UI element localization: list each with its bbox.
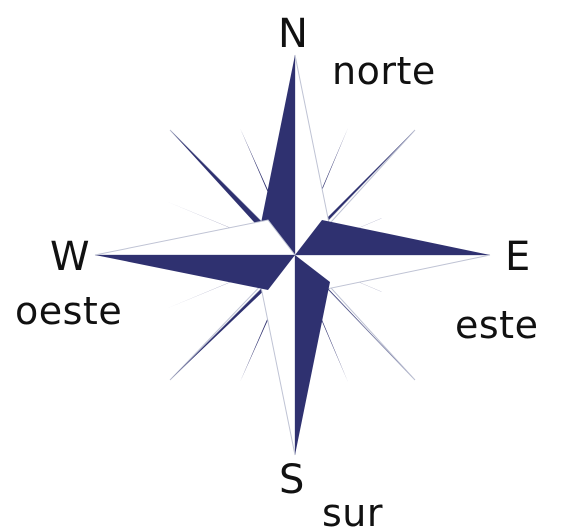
north-letter: N bbox=[278, 14, 308, 54]
west-letter: W bbox=[50, 237, 90, 277]
west-point-light bbox=[95, 220, 295, 255]
south-word: sur bbox=[322, 494, 383, 532]
south-point-dark bbox=[295, 255, 330, 455]
cardinal-points bbox=[95, 55, 490, 455]
east-letter: E bbox=[505, 237, 530, 277]
west-word: oeste bbox=[15, 292, 122, 330]
east-point-dark bbox=[295, 220, 490, 255]
east-word: este bbox=[455, 306, 538, 344]
north-word: norte bbox=[332, 52, 436, 90]
south-letter: S bbox=[279, 460, 304, 500]
west-point-dark bbox=[95, 255, 295, 290]
